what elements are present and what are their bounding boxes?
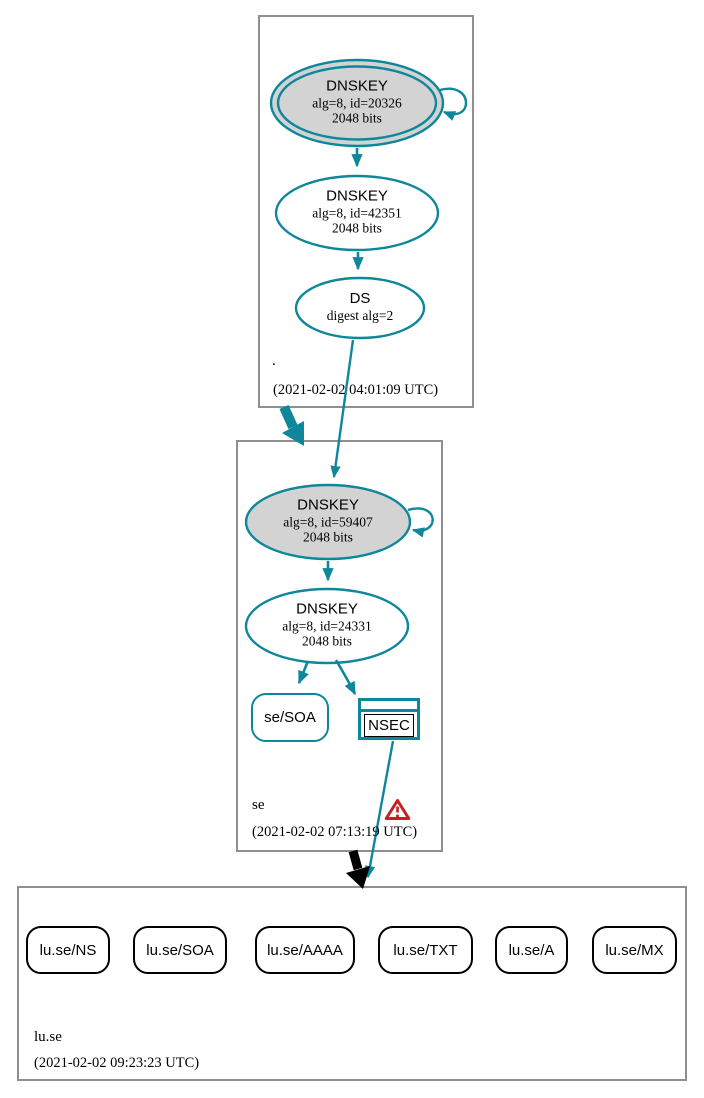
node-root-ksk-label: DNSKEY alg=8, id=20326 2048 bits [312,77,402,126]
node-root-ksk-type: DNSKEY [326,77,388,95]
node-se-ksk-type: DNSKEY [297,496,359,514]
zone-name-lu-se: lu.se [34,1029,62,1045]
rrset-lu-se-mx: lu.se/MX [592,926,677,974]
node-root-ksk-alg: alg=8, id=20326 [312,95,402,111]
node-se-nsec-label: NSEC [364,714,414,737]
node-se-zsk-bits: 2048 bits [302,633,352,649]
node-se-ksk-alg: alg=8, id=59407 [283,514,373,530]
zone-box-lu-se [17,886,687,1081]
rrset-lu-se-ns: lu.se/NS [26,926,110,974]
node-root-zsk-type: DNSKEY [326,187,388,205]
edge-se-to-lu-se-delegation [346,849,370,889]
node-root-ds-label: DS digest alg=2 [326,290,394,323]
node-root-zsk-bits: 2048 bits [332,220,382,236]
node-se-ksk-label: DNSKEY alg=8, id=59407 2048 bits [283,496,373,545]
rrset-lu-se-a: lu.se/A [495,926,568,974]
zone-timestamp-se: (2021-02-02 07:13:19 UTC) [252,824,418,840]
node-se-zsk-label: DNSKEY alg=8, id=24331 2048 bits [282,600,372,649]
node-se-soa: se/SOA [251,693,329,742]
node-se-soa-label: se/SOA [264,709,316,726]
zone-box-root [258,15,474,408]
node-se-zsk-type: DNSKEY [296,600,358,618]
rrset-lu-se-soa: lu.se/SOA [133,926,227,974]
node-root-zsk-label: DNSKEY alg=8, id=42351 2048 bits [312,187,402,236]
zone-name-root: . [272,353,276,369]
rrset-lu-se-aaaa: lu.se/AAAA [255,926,355,974]
rrset-lu-se-txt: lu.se/TXT [378,926,473,974]
zone-name-se: se [252,797,265,813]
node-root-zsk-alg: alg=8, id=42351 [312,205,402,221]
zone-timestamp-lu-se: (2021-02-02 09:23:23 UTC) [34,1055,200,1071]
node-root-ds-type: DS [349,290,371,308]
node-se-zsk-alg: alg=8, id=24331 [282,618,372,634]
node-root-ksk-bits: 2048 bits [332,110,382,126]
node-root-ds-alg: digest alg=2 [326,307,394,323]
nsec-header-strip [361,701,417,712]
node-se-ksk-bits: 2048 bits [303,529,353,545]
zone-timestamp-root: (2021-02-02 04:01:09 UTC) [273,382,439,398]
node-se-nsec: NSEC [358,698,420,740]
